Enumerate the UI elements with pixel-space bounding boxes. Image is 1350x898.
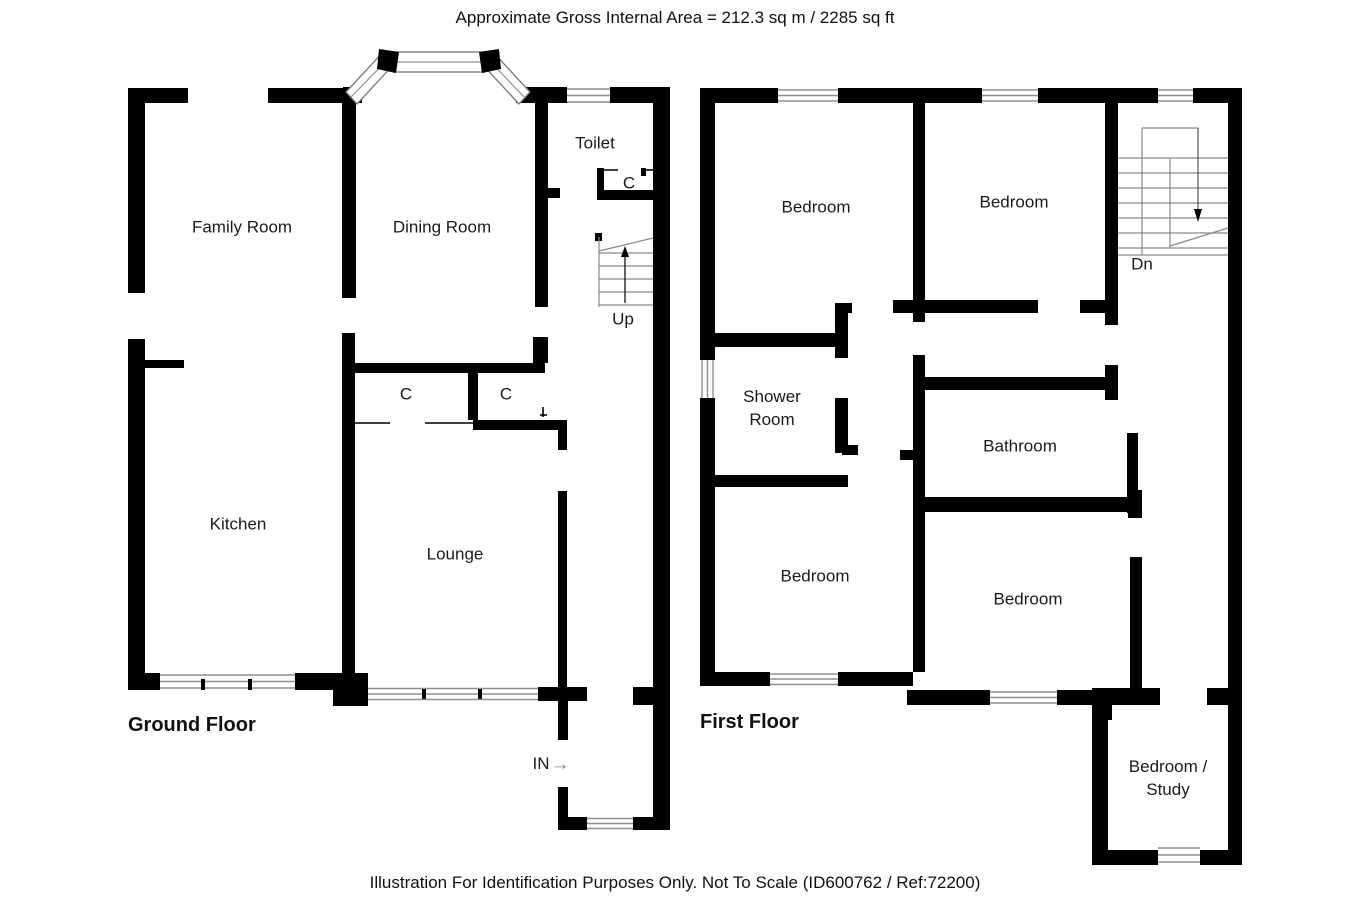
entrance-in-text: IN — [532, 754, 550, 774]
first-floor-stairs — [1118, 127, 1229, 256]
room-label-shower-room: Shower Room — [743, 387, 801, 429]
room-label-bathroom: Bathroom — [983, 436, 1057, 456]
room-label-kitchen: Kitchen — [209, 514, 267, 534]
room-label-toilet: Toilet — [575, 133, 615, 153]
ground-floor-partitions — [352, 169, 655, 424]
area-caption: Approximate Gross Internal Area = 212.3 … — [455, 8, 895, 27]
stairs-down-label: Dn — [1131, 254, 1153, 274]
first-floor-walls — [700, 88, 1242, 865]
disclaimer-caption: Illustration For Identification Purposes… — [369, 873, 981, 892]
entrance-arrow-icon: → — [550, 754, 570, 776]
stairs-up-label: Up — [612, 309, 634, 329]
ground-floor-stairs — [598, 237, 654, 307]
room-label-bedroom-bottom-left: Bedroom — [780, 566, 850, 586]
closet-label-right: C — [499, 384, 513, 404]
bay-window — [345, 49, 531, 105]
closet-label-left: C — [399, 384, 413, 404]
ground-floor-walls — [128, 87, 670, 830]
room-label-bedroom-top-right: Bedroom — [979, 192, 1049, 212]
ground-floor-windows — [160, 88, 633, 830]
room-label-bedroom-study: Bedroom / Study — [1128, 757, 1208, 799]
first-floor-windows — [701, 89, 1200, 863]
ground-floor-title: Ground Floor — [128, 714, 256, 736]
up-arrow-icon — [621, 246, 629, 303]
room-label-family-room: Family Room — [191, 217, 293, 237]
room-label-dining-room: Dining Room — [392, 217, 492, 237]
first-floor-title: First Floor — [700, 711, 799, 733]
closet-label-toilet: C — [622, 173, 636, 193]
entrance-label: IN→ — [533, 752, 570, 778]
down-arrow-icon — [1194, 128, 1202, 222]
room-label-lounge: Lounge — [426, 544, 484, 564]
room-label-bedroom-bottom-right: Bedroom — [993, 589, 1063, 609]
room-label-bedroom-top-left: Bedroom — [781, 197, 851, 217]
